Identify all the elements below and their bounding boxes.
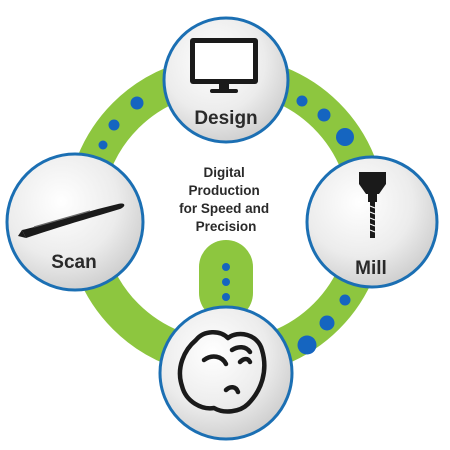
node-scan-label: Scan	[51, 252, 96, 273]
node-mill[interactable]: Mill	[305, 155, 439, 289]
ring-dot	[319, 315, 335, 331]
ring-dots	[98, 95, 354, 355]
node-design[interactable]: Design	[162, 16, 290, 144]
node-tooth[interactable]	[158, 305, 294, 441]
ring-dot	[108, 119, 120, 131]
center-caption-line: Precision	[196, 219, 257, 234]
node-mill-label: Mill	[355, 258, 387, 279]
ring-dot	[297, 335, 317, 355]
ring-dot	[296, 95, 308, 107]
ring-dot	[222, 293, 230, 301]
mill-bit-icon	[359, 172, 386, 238]
ring-dot	[98, 140, 108, 150]
ring-dot	[130, 96, 144, 110]
ring-dot	[339, 294, 351, 306]
center-caption-line: Digital	[203, 165, 244, 180]
ring-dot	[222, 278, 230, 286]
tooth-crown-icon	[177, 330, 267, 414]
node-design-label: Design	[194, 108, 257, 129]
center-caption: Digital Production for Speed and Precisi…	[179, 165, 273, 234]
ring-dot	[336, 128, 354, 146]
center-caption-line: Production	[188, 183, 259, 198]
ring-dot	[317, 108, 331, 122]
intraoral-scanner-icon	[18, 203, 125, 238]
center-caption-line: for Speed and	[179, 201, 269, 216]
ring-dot	[222, 263, 230, 271]
monitor-icon	[190, 38, 258, 93]
node-scan[interactable]: Scan	[5, 152, 145, 292]
